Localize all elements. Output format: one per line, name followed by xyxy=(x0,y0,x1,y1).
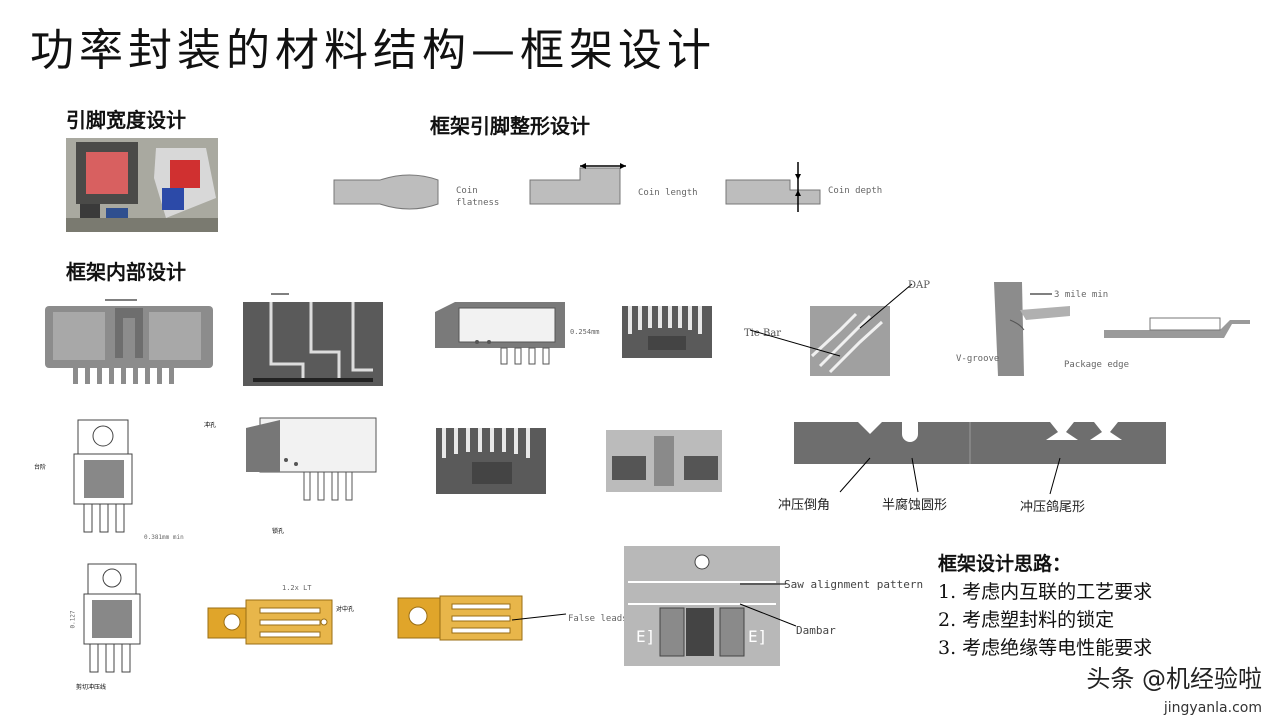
pkg-diagram-1 xyxy=(73,419,133,533)
frame-diagram-6 xyxy=(436,428,546,494)
saw-pattern-label: Saw alignment pattern xyxy=(784,578,924,591)
stamp-dovetail-label: 冲压鸽尾形 xyxy=(1020,500,1086,515)
svg-text:E]: E] xyxy=(748,627,767,646)
svg-text:E]: E] xyxy=(636,627,655,646)
coin-length-label: Coin length xyxy=(638,188,698,198)
design-idea-item: 3. 考虑绝缘等电性能要求 xyxy=(938,637,1153,659)
package-edge-label: Package edge xyxy=(1064,360,1130,370)
leadframe-photo-art xyxy=(66,138,218,232)
tiny-label-d: 剪切冲压线 xyxy=(76,684,107,691)
design-ideas-heading: 框架设计思路： xyxy=(938,553,1072,575)
stamp-leaders xyxy=(839,457,1061,495)
profile-diagram xyxy=(1104,317,1250,338)
tiny-label-b: 锁孔 xyxy=(272,528,285,535)
pkg-diagram-2 xyxy=(246,417,377,501)
dim-0254-label: 0.254mm xyxy=(570,328,600,336)
page-title: 功率封装的材料结构—框架设计 xyxy=(30,25,716,76)
dambar-label: Dambar xyxy=(796,624,836,637)
false-leads-label: False leads xyxy=(568,614,628,624)
vgroove-diagram xyxy=(994,282,1070,376)
tiny-label-a: 冲孔 xyxy=(204,422,217,429)
design-idea-item: 2. 考虑塑封料的锁定 xyxy=(938,609,1115,631)
lead-width-heading: 引脚宽度设计 xyxy=(66,108,186,132)
internal-design-heading: 框架内部设计 xyxy=(66,260,186,284)
frame-diagram-5 xyxy=(749,283,913,376)
leadframe-photo xyxy=(66,138,218,232)
watermark-text: 头条 @机经验啦 xyxy=(1086,665,1262,693)
mils-label: 3 mile min xyxy=(1054,290,1109,300)
dim-12-label: 1.2x LT xyxy=(282,584,312,592)
frame-diagram-7 xyxy=(606,430,722,492)
vgroove-label: V-groove xyxy=(956,354,1000,364)
lead-forming-heading: 框架引脚整形设计 xyxy=(430,114,590,138)
dimple-dim-label: 0.381mm min xyxy=(144,534,184,541)
stamp-half-etch-label: 半腐蚀圆形 xyxy=(882,498,948,513)
coin-flatness-label-2: flatness xyxy=(456,198,500,208)
stamp-profile xyxy=(794,422,1166,464)
watermark-url: jingyanla.com xyxy=(1163,700,1262,716)
frame-diagram-4 xyxy=(622,306,712,358)
coin-flatness-label-1: Coin xyxy=(456,186,478,196)
saw-alignment-diagram: E] E] xyxy=(624,546,797,666)
frame-diagram-1 xyxy=(45,299,213,384)
coin-depth-label: Coin depth xyxy=(828,186,883,196)
design-idea-item: 1. 考虑内互联的工艺要求 xyxy=(938,581,1153,603)
frame-diagram-3 xyxy=(435,302,565,365)
tiny-label-c: 台阶 xyxy=(34,464,47,471)
gold-frame-2 xyxy=(397,595,567,641)
pkg-diagram-3 xyxy=(83,563,141,673)
stamp-chamfer-label: 冲压倒角 xyxy=(778,498,831,513)
coin-diagrams xyxy=(333,162,821,212)
dap-label: DAP xyxy=(908,280,930,291)
design-ideas: 框架设计思路： 1. 考虑内互联的工艺要求 2. 考虑塑封料的锁定 3. 考虑绝… xyxy=(938,550,1152,662)
gold-frame-1 xyxy=(207,599,333,645)
dim-0127-label: 0.127 xyxy=(69,610,77,629)
frame-diagram-2 xyxy=(243,293,383,386)
tiny-label-e: 对中孔 xyxy=(336,606,355,613)
